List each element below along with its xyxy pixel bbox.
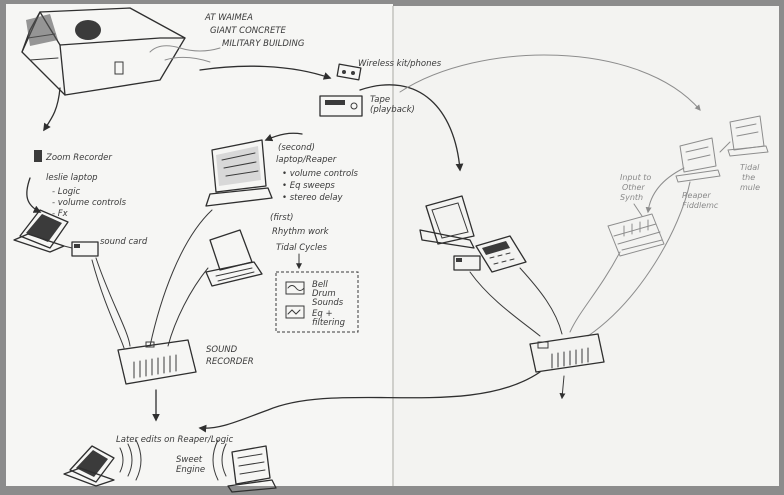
building-shading: [149, 45, 221, 63]
first-laptop-icon: [205, 229, 263, 287]
arrow-to-right-laptops: [399, 54, 701, 111]
zoom-recorder-label: Zoom Recorder: [45, 153, 112, 163]
box-item1-line3: Sounds: [312, 298, 344, 308]
sound-recorder-label-1: SOUND: [206, 345, 238, 355]
wireless-kit-icon: [336, 63, 362, 81]
tape-player-icon: [319, 95, 363, 117]
tidal-right-label-3: mule: [740, 183, 760, 192]
leslie-laptop-icon: [13, 209, 69, 253]
tidal-laptop-right-icon: [727, 115, 769, 157]
arrow-tape-to-right: [359, 84, 464, 172]
sound-recorder-label-2: RECORDER: [206, 357, 254, 367]
location-note-line2: GIANT CONCRETE: [210, 26, 287, 36]
arrow-zoom-to-laptop: [26, 177, 42, 213]
tape-label-line1: Tape: [370, 95, 390, 105]
leslie-item-1: - Logic: [52, 187, 80, 197]
right-synth-label-3: Synth: [620, 193, 643, 202]
leslie-laptop-label: leslie laptop: [46, 173, 98, 183]
arrow-building-to-wireless: [199, 65, 332, 80]
second-item-3: • stereo delay: [282, 193, 344, 203]
edit-laptop-right-icon: [227, 445, 277, 493]
box-item2-line1: Eq +: [312, 309, 333, 319]
leslie-item-2: - volume controls: [52, 198, 127, 208]
right-page: [393, 6, 779, 486]
arrow-reaper-to-synth: [645, 167, 685, 214]
left-page: [6, 4, 393, 486]
second-item-2: • Eq sweeps: [282, 181, 335, 191]
sound-card-icon: [71, 241, 99, 257]
cable-second-laptop-recorder: [149, 209, 213, 347]
right-controller-icon: [475, 235, 527, 273]
second-laptop-label-1: (second): [278, 143, 315, 153]
sound-recorder-icon: [117, 339, 197, 385]
zoom-recorder-icon: [34, 150, 42, 162]
sweet-engine-line1: Sweet: [176, 455, 203, 465]
sound-card-label-left: sound card: [100, 237, 148, 247]
edit-laptop-left-icon: [63, 445, 115, 487]
cable-soundcard-recorder-1: [95, 257, 131, 347]
location-note-line3: MILITARY BUILDING: [222, 39, 305, 49]
concrete-building-sketch: [21, 7, 186, 96]
second-laptop-icon: [205, 139, 273, 207]
right-synth-icon: [607, 213, 665, 257]
rhythm-work-label: Rhythm work: [272, 227, 330, 237]
cable-right-soundcard-recorder: [469, 271, 541, 337]
cable-first-laptop-recorder: [167, 267, 209, 347]
box-item1-line1: Bell: [312, 280, 328, 290]
tidal-effects-box: [275, 271, 359, 333]
reaper-label-2: Fiddlemc: [682, 201, 719, 210]
first-label: (first): [270, 213, 293, 223]
tidal-right-label-2: the: [742, 173, 755, 182]
second-laptop-label-2: laptop/Reaper: [276, 155, 337, 165]
wireless-kit-label: Wireless kit/phones: [358, 59, 442, 69]
faint-squiggle: [719, 141, 731, 153]
arrow-synth-note: [633, 203, 643, 217]
right-sound-recorder-icon: [529, 333, 605, 373]
cable-soundcard-recorder-2: [91, 259, 125, 349]
tidal-cycles-label: Tidal Cycles: [276, 243, 327, 253]
box-item2-line2: filtering: [312, 318, 346, 328]
cable-reaper-recorder: [587, 181, 691, 337]
sweet-engine-line2: Engine: [176, 465, 205, 475]
right-laptop-icon: [419, 195, 475, 249]
reaper-label-1: Reaper: [682, 191, 711, 200]
arrow-right-recorder-down: [559, 375, 566, 400]
tidal-right-label-1: Tidal: [740, 163, 760, 172]
location-note-line1: AT WAIMEA: [204, 13, 253, 23]
arrow-right-recorder-to-edits: [198, 371, 541, 433]
cable-right-controller-recorder: [519, 267, 563, 335]
cable-laptop-soundcard: [63, 245, 73, 249]
right-sound-card-icon: [453, 255, 481, 271]
arrow-building-to-zoom: [43, 87, 61, 132]
right-synth-label-1: Input to: [620, 173, 651, 182]
right-synth-label-2: Other: [622, 183, 645, 192]
reaper-laptop-right-icon: [675, 137, 721, 183]
tape-label-line2: (playback): [370, 105, 415, 115]
sound-waves-left: [119, 439, 142, 481]
paper: [6, 4, 779, 486]
box-item1-line2: Drum: [312, 289, 336, 299]
sound-waves-right: [212, 439, 227, 481]
second-item-1: • volume controls: [282, 169, 359, 179]
later-edits-label: Later edits on Reaper/Logic: [116, 435, 233, 445]
cable-synth-recorder: [569, 251, 621, 333]
arrow-second-laptop-note: [264, 132, 303, 142]
leslie-item-3: - Fx: [52, 209, 69, 219]
